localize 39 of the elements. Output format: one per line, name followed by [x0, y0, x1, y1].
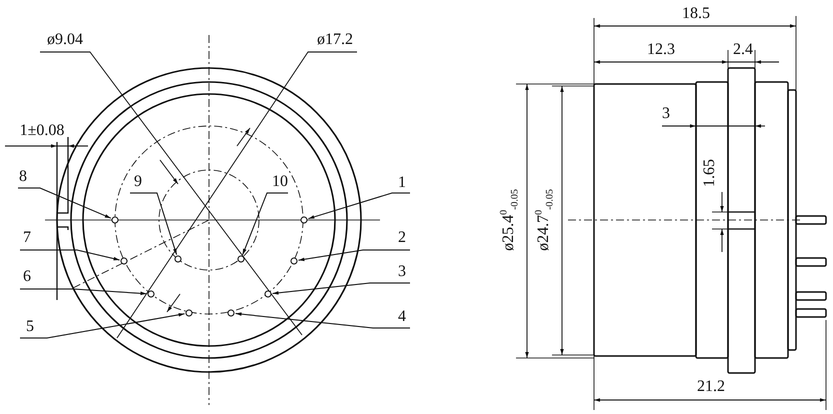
pin-hole [120, 258, 128, 264]
pin-hole [300, 216, 308, 224]
leader-line [20, 288, 147, 296]
pin-hole [290, 258, 298, 264]
callout-number: 4 [398, 308, 406, 326]
callout-number: 6 [23, 268, 31, 286]
dimension-label: 21.2 [697, 378, 725, 396]
callout-number: 1 [398, 174, 406, 192]
callout-number: 10 [272, 173, 288, 191]
callout-number: 7 [23, 229, 31, 247]
leader-line [272, 282, 410, 295]
dimension-label: ø17.2 [317, 31, 353, 49]
leader-line [242, 192, 288, 256]
callout-number: 5 [26, 318, 34, 336]
callout-number: 2 [398, 229, 406, 247]
leader-line [18, 188, 112, 219]
pin-hole [238, 256, 244, 262]
pin-hole [174, 256, 182, 262]
dimension-label: ø9.04 [47, 31, 83, 49]
pin-hole [228, 310, 234, 316]
leader-line [308, 192, 410, 220]
dimension-label: 2.4 [733, 41, 753, 59]
dimension-label: 12.3 [647, 41, 675, 59]
pin-hole [148, 290, 154, 298]
callout-number: 3 [398, 263, 406, 281]
leader-line [20, 313, 186, 338]
leader-line [235, 312, 410, 328]
pin-hole [112, 216, 118, 224]
dimension-label: 1±0.08 [20, 122, 64, 140]
pin-hole [186, 310, 192, 316]
leader-line [298, 250, 410, 262]
dimension-label: 1.65 [701, 159, 719, 187]
callout-number: 8 [19, 168, 27, 186]
pin-hole [264, 290, 272, 298]
dimension-label: 18.5 [682, 5, 710, 23]
dimension-label: 3 [662, 105, 670, 123]
leader-line [130, 192, 178, 256]
callout-number: 9 [134, 173, 142, 191]
leader-line [20, 250, 120, 260]
